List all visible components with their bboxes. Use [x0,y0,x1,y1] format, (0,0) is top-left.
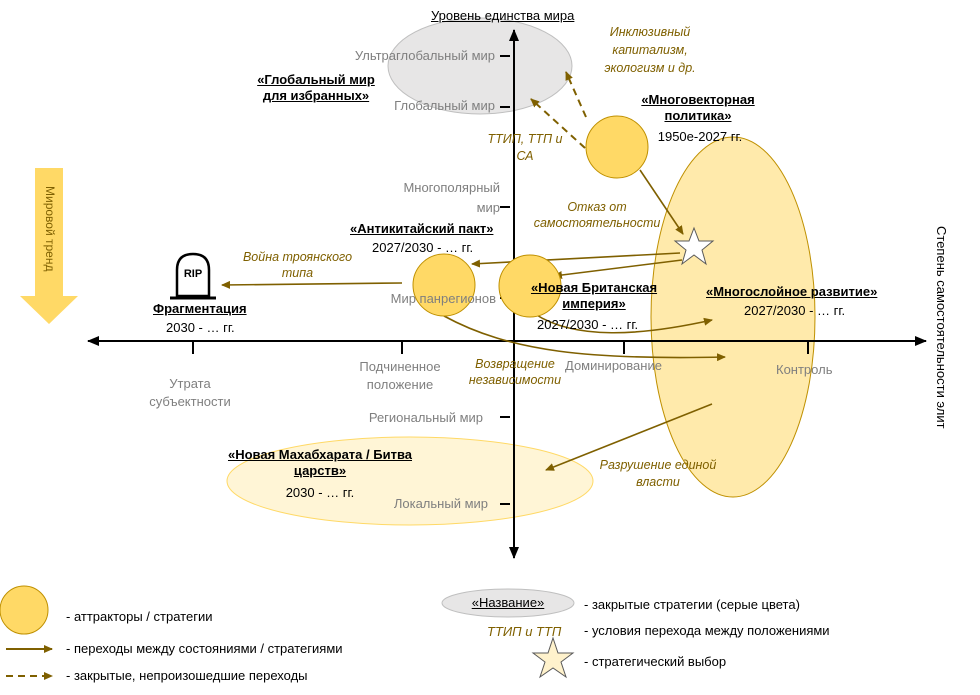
legend-conditions-sample: ТТИП и ТТП [487,624,562,639]
transition-arrow [639,169,684,235]
x-level-control: Контроль [776,362,833,377]
transition-arrow [443,315,726,362]
legend-star-icon [531,636,575,679]
y-level-multipolar: Многополярный мир [403,180,500,215]
anti-china-attractor [412,253,476,317]
transition-destruction: Разрушение единой власти [599,458,717,489]
transition-arrow [221,280,403,289]
x-level-subordinate: Подчиненное положение [359,359,441,392]
legend-conditions-text: - условия перехода между положениями [584,623,830,638]
scenario-fragmentation-period: 2030 - … гг. [166,320,235,335]
scenario-british: «Новая Британская империя» [530,280,658,311]
y-level-ultraglobal: Ультраглобальный мир [354,48,495,63]
closed-transition-arrow [530,98,586,149]
legend-closed-strategies-text: - закрытые стратегии (серые цвета) [584,597,800,612]
scenario-multilayer: «Многослойное развитие» [706,284,878,299]
multilayer-ellipse [650,136,816,498]
scenario-multilayer-period: 2027/2030 - … гг. [744,303,846,318]
legend-closed-transitions-text: - закрытые, непроизошедшие переходы [66,668,308,683]
scenario-british-period: 2027/2030 - … гг. [537,317,639,332]
transition-arrow [553,259,683,279]
legend-transitions-text: - переходы между состояниями / стратегия… [66,641,343,656]
legend-choice-text: - стратегический выбор [584,654,727,669]
y-level-panregions: Мир панрегионов [390,291,496,306]
closed-transition-arrow [565,71,587,118]
legend-attractor-icon [0,585,49,635]
transition-refusal: Отказ от самостоятельности [533,200,661,230]
scenario-anti-china-period: 2027/2030 - … гг. [372,240,474,255]
scenario-mahabharata-period: 2030 - … гг. [285,485,355,500]
legend-closed-strategy-icon [441,588,575,618]
transition-return: Возвращение независимости [468,357,562,387]
scenario-multivector-period: 1950е-2027 гг. [657,129,743,144]
trend-arrow [20,168,78,324]
legend-name-sample: «Название» [471,595,545,610]
scenario-anti-china: «Антикитайский пакт» [350,221,494,236]
transition-inclusive: Инклюзивный капитализм, экологизм и др. [604,25,696,75]
y-level-local: Локальный мир [393,496,488,511]
scenario-mahabharata: «Новая Махабхарата / Битва царств» [227,447,412,478]
multivector-attractor [585,115,649,179]
x-axis-title: Степень самостоятельности элит [934,226,949,429]
closed-strategy-ellipse [387,17,573,115]
transition-arrow [534,313,713,334]
tombstone-text: RIP [183,268,203,280]
tombstone-icon [170,252,216,300]
transition-ttip: ТТИП, ТТП и СА [487,132,563,163]
scenario-multivector: «Многовекторная политика» [641,92,755,123]
x-level-dominance: Доминирование [565,358,662,373]
y-level-regional: Региональный мир [368,410,483,425]
british-attractor [498,254,562,318]
y-axis-title: Уровень единства мира [431,8,575,23]
trend-label: Мировой тренд [43,186,57,272]
scenario-fragmentation: Фрагментация [153,301,247,316]
scenario-global-elite: «Глобальный мир для избранных» [257,72,375,103]
strategic-choice-star [673,226,715,266]
transition-arrow [545,403,713,471]
x-level-loss-of-agency: Утрата субъектности [149,376,231,409]
transition-trojan: Война троянского типа [242,250,353,280]
y-level-global: Глобальный мир [394,98,495,113]
transition-arrow [471,252,681,268]
legend-attractors-text: - аттракторы / стратегии [66,609,213,624]
